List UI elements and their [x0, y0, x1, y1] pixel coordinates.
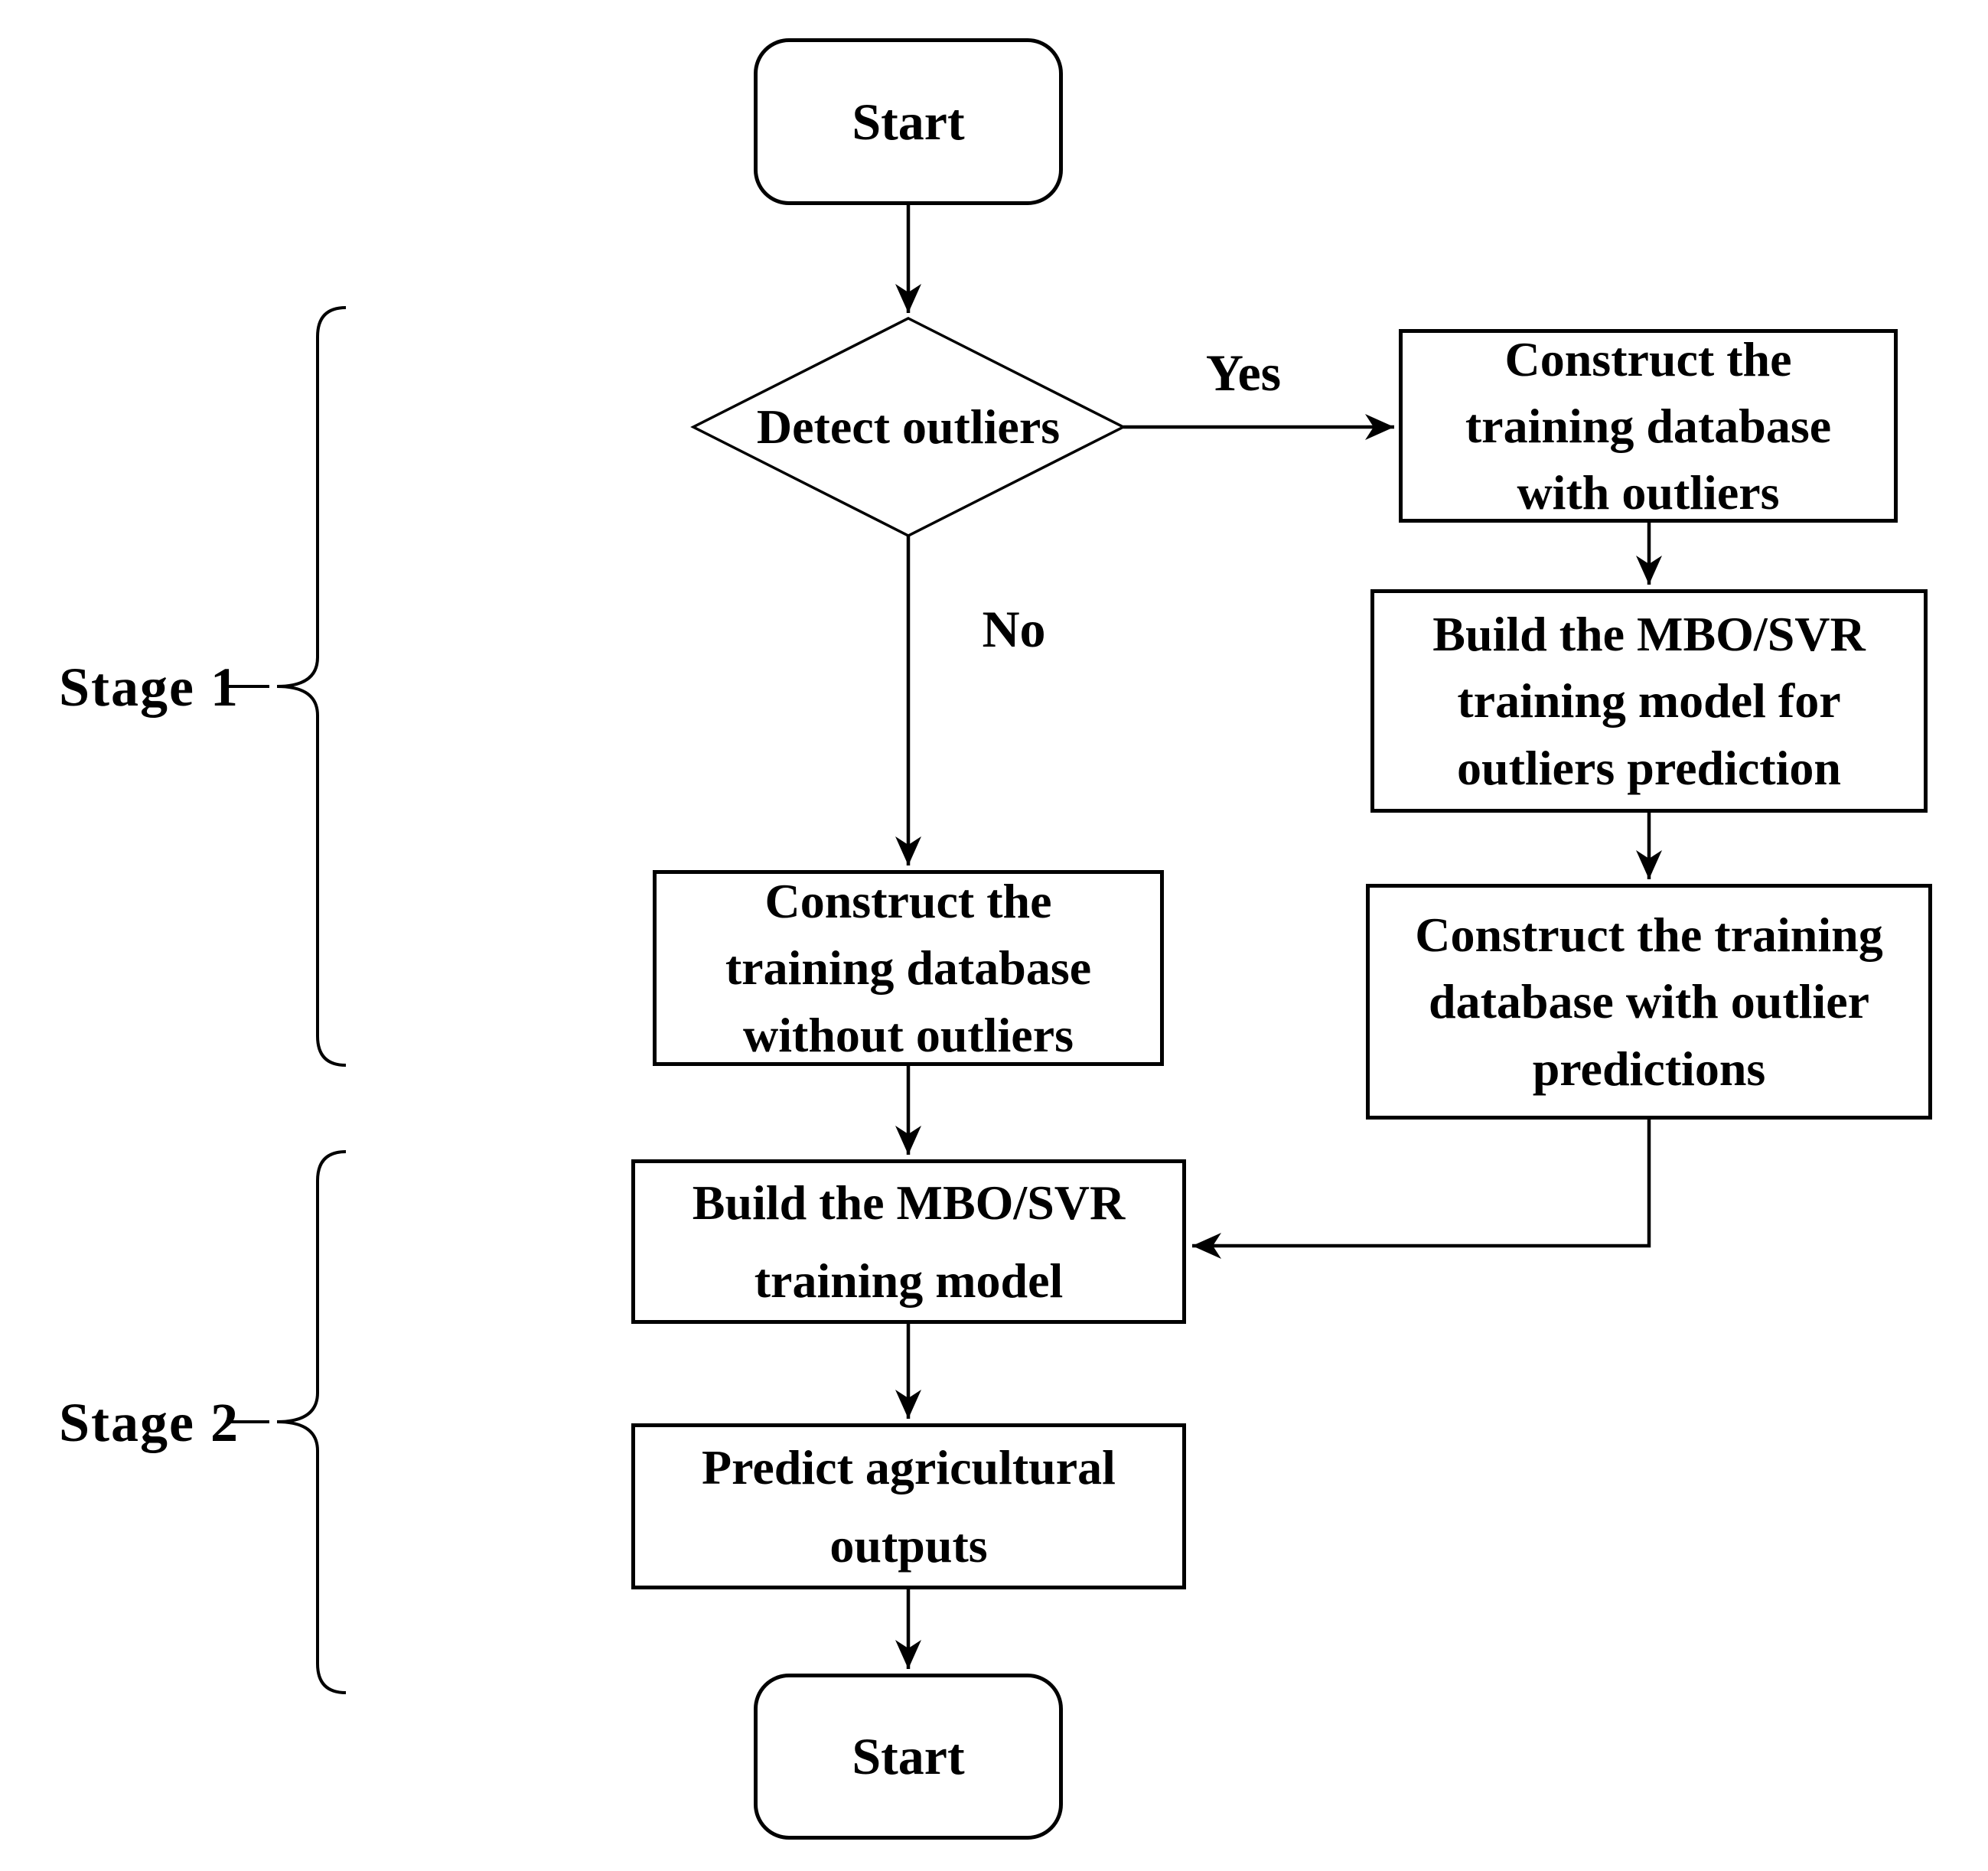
- edge-label-no: No: [982, 600, 1046, 658]
- node-predict-agricultural-outputs: Predict agricultural outputs: [631, 1423, 1186, 1589]
- node-build-mbo-svr-outliers: Build the MBO/SVR training model for out…: [1370, 589, 1928, 813]
- node-build-mbo-svr-outliers-label: Build the MBO/SVR training model for out…: [1432, 607, 1866, 795]
- node-construct-db-without-outliers: Construct the training database without …: [653, 870, 1164, 1066]
- node-construct-db-with-outliers-label: Construct the training database with out…: [1465, 331, 1832, 520]
- node-construct-db-outlier-predictions: Construct the training database with out…: [1366, 884, 1932, 1120]
- edge-db-outlier-pred-to-build-model: [1192, 1120, 1651, 1259]
- node-detect-outliers: Detect outliers: [692, 317, 1125, 537]
- stage1-label: Stage 1: [59, 656, 240, 718]
- node-construct-db-without-outliers-label: Construct the training database without …: [725, 874, 1092, 1062]
- node-start-top: Start: [754, 38, 1063, 205]
- node-build-mbo-svr-label: Build the MBO/SVR training model: [692, 1175, 1126, 1308]
- node-start-bottom-label: Start: [852, 1727, 965, 1786]
- node-construct-db-with-outliers: Construct the training database with out…: [1399, 329, 1898, 523]
- node-predict-agricultural-outputs-label: Predict agricultural outputs: [702, 1440, 1116, 1573]
- node-construct-db-outlier-predictions-label: Construct the training database with out…: [1415, 908, 1883, 1096]
- node-build-mbo-svr: Build the MBO/SVR training model: [631, 1159, 1186, 1324]
- stage1-brace: [227, 306, 347, 1067]
- node-detect-outliers-label: Detect outliers: [756, 399, 1061, 455]
- stage2-brace: [227, 1150, 347, 1694]
- node-start-bottom: Start: [754, 1674, 1063, 1840]
- stage2-label: Stage 2: [59, 1391, 240, 1453]
- node-start-top-label: Start: [852, 92, 965, 151]
- edge-label-yes: Yes: [1205, 344, 1282, 402]
